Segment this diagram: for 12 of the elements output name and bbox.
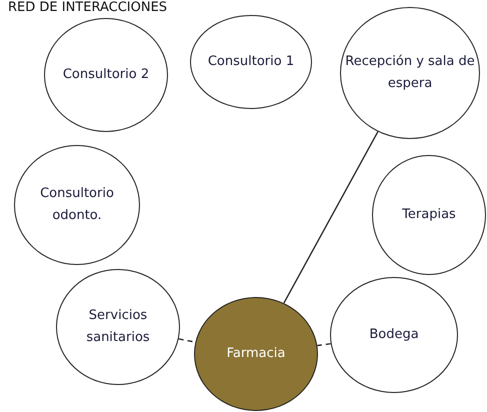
node-label: Consultorio odonto.	[39, 185, 115, 225]
connector-line	[283, 131, 378, 304]
node-label: Recepción y sala de espera	[344, 53, 476, 93]
node-label: Consultorio 2	[62, 66, 150, 84]
node-label: Farmacia	[226, 345, 286, 363]
node-label: Bodega	[368, 326, 420, 344]
dashed-connector	[178, 338, 196, 343]
node-label: Servicios sanitarios	[85, 307, 151, 347]
dashed-connector	[317, 343, 331, 346]
node-label: Consultorio 1	[206, 53, 296, 71]
diagram-title: RED DE INTERACCIONES	[8, 0, 168, 15]
node-label: Terapias	[401, 206, 457, 224]
